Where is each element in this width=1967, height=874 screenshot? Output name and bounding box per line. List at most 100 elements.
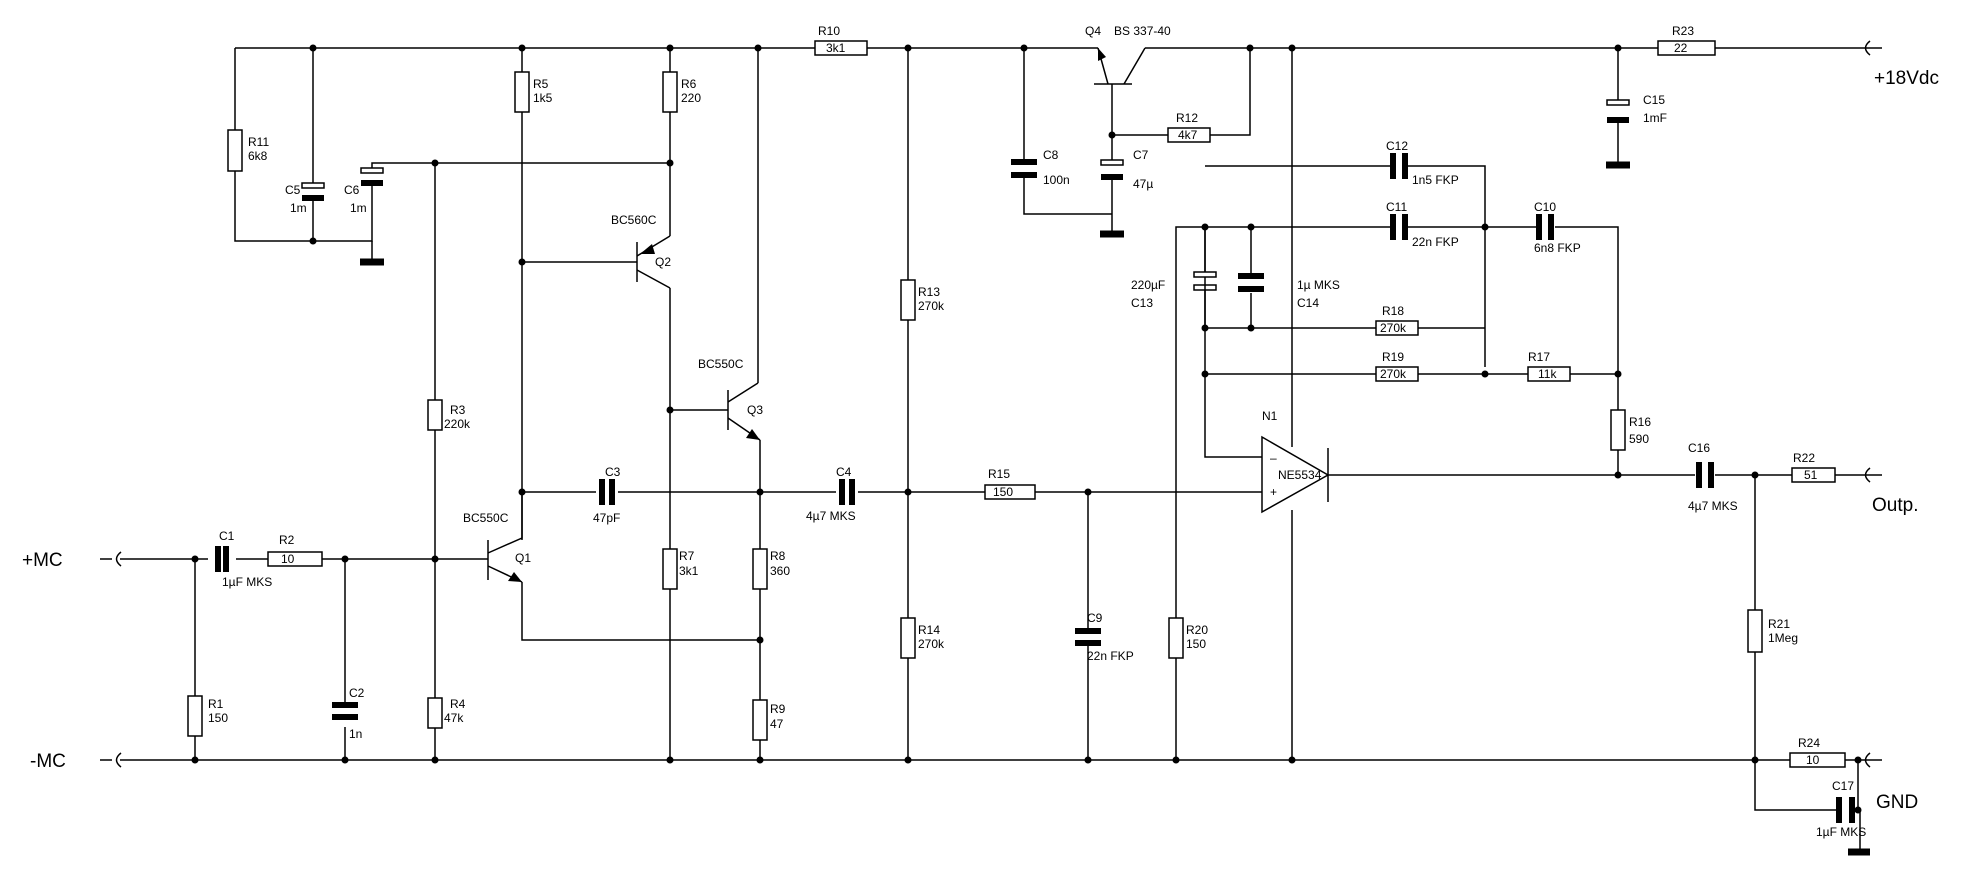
terminal-minus-mc: -MC bbox=[30, 751, 66, 772]
label-r10-value: 3k1 bbox=[826, 41, 846, 55]
label-c2-value: 1n bbox=[349, 727, 362, 741]
capacitor-c11 bbox=[1390, 214, 1408, 240]
resistor-r6 bbox=[662, 71, 678, 113]
label-c7-ref: C7 bbox=[1133, 148, 1149, 162]
capacitor-c17 bbox=[1836, 797, 1855, 823]
terminal-output: Outp. bbox=[1872, 495, 1918, 516]
ground-bars bbox=[360, 161, 1870, 856]
label-c11-ref: C11 bbox=[1386, 200, 1407, 214]
label-q2-type: BC560C bbox=[611, 213, 657, 227]
label-r24-ref: R24 bbox=[1798, 736, 1820, 750]
resistor-r21 bbox=[1747, 609, 1763, 653]
label-c17-ref: C17 bbox=[1832, 779, 1854, 793]
label-r1-ref: R1 bbox=[208, 697, 224, 711]
label-r17-ref: R17 bbox=[1528, 350, 1550, 364]
capacitor-c14 bbox=[1238, 273, 1264, 292]
capacitor-c2 bbox=[332, 702, 358, 720]
label-r20-ref: R20 bbox=[1186, 623, 1208, 637]
label-r7-value: 3k1 bbox=[679, 564, 699, 578]
resistor-r22 bbox=[1791, 467, 1836, 483]
resistor-r15 bbox=[984, 484, 1036, 500]
label-r9-value: 47 bbox=[770, 717, 784, 731]
label-c6-ref: C6 bbox=[344, 183, 360, 197]
capacitor-c13 bbox=[1193, 271, 1217, 291]
resistor-r7 bbox=[662, 548, 678, 590]
label-r22-value: 51 bbox=[1804, 468, 1818, 482]
capacitor-c10 bbox=[1536, 214, 1554, 240]
label-r16-ref: R16 bbox=[1629, 415, 1651, 429]
label-c8-value: 100n bbox=[1043, 173, 1070, 187]
label-r2-value: 10 bbox=[281, 552, 295, 566]
resistor-r13 bbox=[900, 279, 916, 321]
label-r9-ref: R9 bbox=[770, 702, 786, 716]
resistor-r8 bbox=[752, 548, 768, 590]
resistor-r2 bbox=[267, 551, 323, 567]
label-c3-value: 47pF bbox=[593, 511, 620, 525]
capacitor-c4 bbox=[839, 479, 855, 505]
label-c16-value: 4µ7 MKS bbox=[1688, 499, 1738, 513]
label-c5-ref: C5 bbox=[285, 183, 301, 197]
label-r24-value: 10 bbox=[1806, 753, 1820, 767]
label-r18-value: 270k bbox=[1380, 321, 1407, 335]
label-c16-ref: C16 bbox=[1688, 441, 1710, 455]
label-n1-ref: N1 bbox=[1262, 409, 1278, 423]
label-c6-value: 1m bbox=[350, 201, 367, 215]
capacitors bbox=[215, 99, 1855, 823]
resistor-r5 bbox=[514, 71, 530, 113]
transistor-q2 bbox=[636, 235, 671, 289]
capacitor-c7 bbox=[1100, 159, 1124, 180]
label-c13-value: 220µF bbox=[1131, 278, 1165, 292]
label-q4-type: BS 337-40 bbox=[1114, 24, 1171, 38]
transistor-q1 bbox=[487, 492, 523, 583]
label-c9-value: 22n FKP bbox=[1087, 649, 1134, 663]
resistor-r4 bbox=[427, 697, 443, 729]
label-r6-value: 220 bbox=[681, 91, 701, 105]
label-r11-value: 6k8 bbox=[248, 149, 268, 163]
label-r21-value: 1Meg bbox=[1768, 631, 1798, 645]
capacitor-c1 bbox=[215, 546, 229, 572]
label-r1-value: 150 bbox=[208, 711, 228, 725]
label-r8-value: 360 bbox=[770, 564, 790, 578]
label-r4-value: 47k bbox=[444, 711, 464, 725]
terminal-supply: +18Vdc bbox=[1874, 68, 1939, 89]
opamp-minus-pin: – bbox=[1270, 451, 1277, 465]
junctions bbox=[191, 44, 1862, 814]
label-c5-value: 1m bbox=[290, 201, 307, 215]
capacitor-c6 bbox=[360, 167, 384, 186]
label-r15-value: 150 bbox=[993, 485, 1013, 499]
label-r8-ref: R8 bbox=[770, 549, 786, 563]
label-r22-ref: R22 bbox=[1793, 451, 1815, 465]
label-r11-ref: R11 bbox=[248, 135, 269, 149]
label-r5-ref: R5 bbox=[533, 77, 549, 91]
transistor-q4 bbox=[1094, 47, 1146, 85]
capacitor-c15 bbox=[1606, 99, 1630, 123]
label-r2-ref: R2 bbox=[279, 533, 295, 547]
label-r6-ref: R6 bbox=[681, 77, 697, 91]
capacitor-c16 bbox=[1696, 462, 1714, 488]
label-c7-value: 47µ bbox=[1133, 177, 1153, 191]
label-c9-ref: C9 bbox=[1087, 611, 1103, 625]
wires bbox=[120, 47, 1861, 852]
label-c13-ref: C13 bbox=[1131, 296, 1153, 310]
label-c8-ref: C8 bbox=[1043, 148, 1059, 162]
label-r18-ref: R18 bbox=[1382, 304, 1404, 318]
label-c15-ref: C15 bbox=[1643, 93, 1665, 107]
label-r19-ref: R19 bbox=[1382, 350, 1404, 364]
label-r17-value: 11k bbox=[1538, 367, 1557, 381]
label-n1-type: NE5534 bbox=[1278, 468, 1322, 482]
label-c4-ref: C4 bbox=[836, 465, 852, 479]
resistor-r17 bbox=[1527, 366, 1571, 382]
label-q3-ref: Q3 bbox=[747, 403, 763, 417]
transistor-q3 bbox=[727, 382, 761, 441]
resistor-r3 bbox=[427, 399, 443, 431]
opamp-plus-pin: + bbox=[1270, 485, 1277, 499]
label-r4-ref: R4 bbox=[450, 697, 466, 711]
label-c10-value: 6n8 FKP bbox=[1534, 241, 1581, 255]
label-r16-value: 590 bbox=[1629, 432, 1649, 446]
resistor-r14 bbox=[900, 617, 916, 659]
label-r10-ref: R10 bbox=[818, 24, 840, 38]
terminals bbox=[100, 40, 1882, 768]
label-r15-ref: R15 bbox=[988, 467, 1010, 481]
label-r13-ref: R13 bbox=[918, 285, 940, 299]
